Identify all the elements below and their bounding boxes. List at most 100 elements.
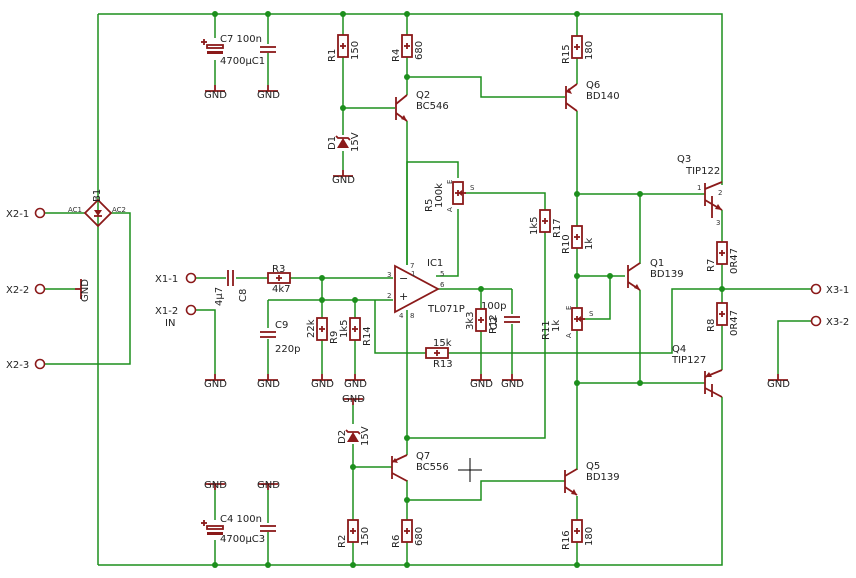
r13-label: R13 (433, 359, 453, 370)
bridge-rectifier-b1: B1 AC1 AC2 (68, 189, 126, 228)
opamp-ic1: − + IC1 TL071P 3 2 6 7 4 8 1 5 (387, 258, 465, 320)
x3-1-label: X3-1 (826, 285, 849, 296)
q5-label: Q5 (586, 461, 600, 472)
c9-label: C9 (275, 320, 288, 331)
ic1-value: TL071P (427, 304, 465, 315)
svg-text:+: + (399, 290, 408, 303)
x2-1-terminal (34, 207, 46, 219)
gnd-label-c7: GND (204, 90, 227, 101)
svg-text:2: 2 (387, 292, 391, 300)
ac2-label: AC2 (112, 206, 126, 214)
x2-2-terminal (34, 283, 46, 295)
grounds: GND GND GND GND GND GND GND GND GND GND … (74, 84, 790, 491)
resistors: R1 150 R4 680 R15 180 R10 1k 1k5 R17 R7 … (267, 34, 740, 550)
r2-value: 150 (360, 527, 371, 546)
r16-value: 180 (584, 527, 595, 546)
r13-value: 15k (433, 338, 452, 349)
transistor-q7: Q7 BC556 (391, 451, 449, 482)
r9-value: 22k (306, 319, 317, 338)
zener-d2: D2 15V (337, 426, 371, 446)
r7-value: 0R47 (729, 248, 740, 274)
gnd-label-r12: GND (470, 379, 493, 390)
c8-value: 4µ7 (214, 287, 225, 306)
c4-label: C4 100n (220, 514, 262, 525)
q1-value: BD139 (650, 269, 684, 280)
x1-1-terminal (185, 272, 197, 284)
svg-text:1: 1 (697, 184, 701, 192)
gnd-label-c2: GND (501, 379, 524, 390)
transistor-q1: Q1 BD139 (627, 258, 684, 291)
svg-text:3: 3 (387, 271, 391, 279)
r6-label: R6 (391, 535, 402, 548)
r5-label: R5 (424, 199, 435, 212)
c8-label: C8 (238, 289, 249, 302)
q3-label: Q3 (677, 154, 691, 165)
c9-value: 220p (275, 344, 300, 355)
r11-pin-a: A (565, 333, 573, 338)
svg-text:7: 7 (410, 262, 414, 270)
wires (40, 13, 812, 566)
svg-text:8: 8 (410, 312, 414, 320)
c3-value: 4700µC3 (220, 534, 265, 545)
r8-label: R8 (706, 319, 717, 332)
r6-value: 680 (414, 527, 425, 546)
svg-text:4: 4 (399, 312, 404, 320)
r1-value: 150 (350, 41, 361, 60)
gnd-label-r14: GND (344, 379, 367, 390)
r12-value: 3k3 (465, 311, 476, 330)
svg-text:3: 3 (716, 219, 720, 227)
r5-pin-a: A (446, 207, 454, 212)
r15-value: 180 (584, 41, 595, 60)
capacitors: C7 100n 4700µC1 C4 100n 4700µC3 C8 4µ7 C… (200, 34, 521, 545)
r11-pin-e: E (565, 306, 573, 310)
q6-label: Q6 (586, 80, 600, 91)
junctions (212, 11, 725, 568)
q6-value: BD140 (586, 91, 620, 102)
q2-label: Q2 (416, 90, 430, 101)
r11-value: 1k (551, 320, 562, 332)
r10-label: R10 (561, 234, 572, 254)
x3-1-terminal (810, 283, 822, 295)
in-label: IN (165, 318, 175, 329)
r17-value: 1k5 (529, 216, 540, 235)
d1-value: 15V (350, 132, 361, 152)
svg-text:1: 1 (411, 270, 415, 278)
r5-pin-s: S (470, 184, 475, 192)
r14-value: 1k5 (339, 319, 350, 338)
r10-value: 1k (584, 238, 595, 250)
zener-d1: D1 15V (327, 132, 361, 152)
svg-text:2: 2 (718, 189, 722, 197)
ic1-label: IC1 (427, 258, 443, 269)
b1-label: B1 (92, 189, 103, 202)
transistor-q3: 1 2 3 Q3 TIP122 (677, 154, 722, 227)
crosshair-cursor-icon (458, 458, 482, 482)
r9-label: R9 (329, 331, 340, 344)
r14-label: R14 (362, 326, 373, 346)
transistor-q2: Q2 BC546 (395, 90, 449, 122)
gnd-label-d2: GND (342, 394, 365, 405)
q7-value: BC556 (416, 462, 449, 473)
transistor-q4: Q4 TIP127 (671, 344, 723, 398)
r2-label: R2 (337, 535, 348, 548)
d2-label: D2 (337, 430, 348, 444)
c1-value: 4700µC1 (220, 56, 265, 67)
x3-2-terminal (810, 315, 822, 327)
q4-label: Q4 (672, 344, 686, 355)
transistor-q6: Q6 BD140 (565, 80, 620, 112)
r17-label: R17 (552, 218, 563, 238)
q2-value: BC546 (416, 101, 449, 112)
r3-value: 4k7 (272, 284, 291, 295)
c2-label: C2 (489, 317, 500, 330)
r15-label: R15 (561, 44, 572, 64)
q5-value: BD139 (586, 472, 620, 483)
x1-2-terminal (185, 304, 197, 316)
r11-label: R11 (541, 320, 552, 340)
r8-value: 0R47 (729, 310, 740, 336)
terminals: X2-1 X2-2 X2-3 X1-1 X1-2 IN X3-1 X3-2 (6, 207, 849, 371)
gnd-label-in: GND (204, 379, 227, 390)
d1-label: D1 (327, 136, 338, 150)
potentiometer-r11: R11 1k A E S (541, 306, 594, 340)
x2-2-label: X2-2 (6, 285, 29, 296)
q3-value: TIP122 (685, 166, 720, 177)
gnd-label-x2: GND (80, 279, 91, 302)
